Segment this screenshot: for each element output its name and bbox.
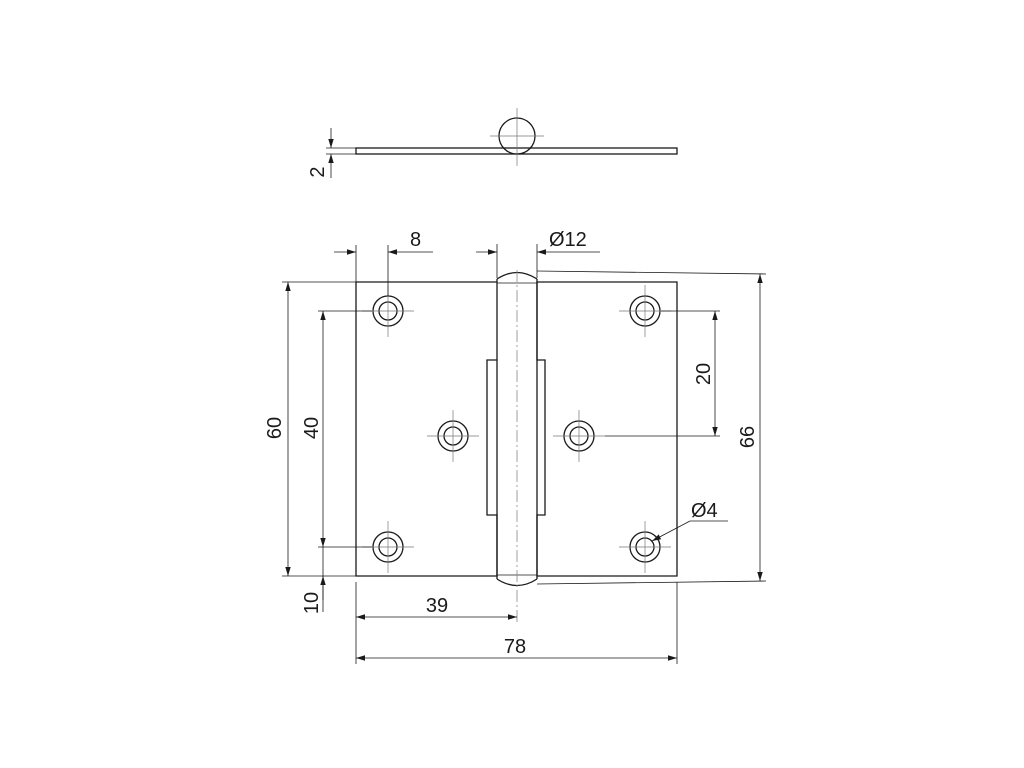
dim-total-width-label: 78 bbox=[504, 636, 526, 658]
side-profile-view: 2 bbox=[307, 108, 678, 178]
hole-left-bottom bbox=[362, 521, 414, 573]
dim-pin-diameter-label: Ø12 bbox=[549, 229, 587, 251]
dim-bottom-10: 10 bbox=[301, 547, 326, 614]
dim-height-66-label: 66 bbox=[737, 426, 759, 448]
dim-height-40: 40 bbox=[301, 310, 372, 548]
right-leaf bbox=[536, 281, 678, 577]
front-view bbox=[355, 270, 678, 622]
dim-height-66: 66 bbox=[536, 270, 767, 585]
dim-pin-diameter: Ø12 bbox=[476, 229, 600, 278]
dim-bottom-10-label: 10 bbox=[301, 592, 323, 614]
dim-total-width: 78 bbox=[355, 582, 678, 664]
dim-half-width-label: 39 bbox=[426, 595, 448, 617]
dimensions: 8 Ø12 60 40 10 bbox=[264, 229, 767, 664]
mounting-holes bbox=[362, 285, 671, 573]
pin-knuckle bbox=[496, 270, 538, 622]
dim-pitch-20: 20 bbox=[605, 310, 720, 437]
thickness-dimension: 2 bbox=[307, 128, 356, 178]
left-leaf bbox=[355, 281, 498, 577]
dim-pitch-20-label: 20 bbox=[693, 363, 715, 385]
dim-edge-offset: 8 bbox=[334, 229, 433, 296]
hole-right-top bbox=[619, 285, 671, 337]
plate-profile bbox=[355, 147, 678, 155]
hole-left-middle bbox=[427, 410, 479, 462]
dim-hole-diameter: Ø4 bbox=[651, 500, 728, 542]
dim-edge-offset-label: 8 bbox=[410, 229, 421, 251]
hole-right-middle bbox=[553, 410, 605, 462]
dim-half-width: 39 bbox=[355, 582, 517, 624]
dim-height-40-label: 40 bbox=[301, 417, 323, 439]
dim-height-60-label: 60 bbox=[264, 417, 286, 439]
hole-right-bottom bbox=[619, 521, 671, 573]
thickness-label: 2 bbox=[307, 166, 329, 177]
dim-hole-diameter-label: Ø4 bbox=[691, 500, 718, 522]
dim-height-60: 60 bbox=[264, 281, 356, 577]
